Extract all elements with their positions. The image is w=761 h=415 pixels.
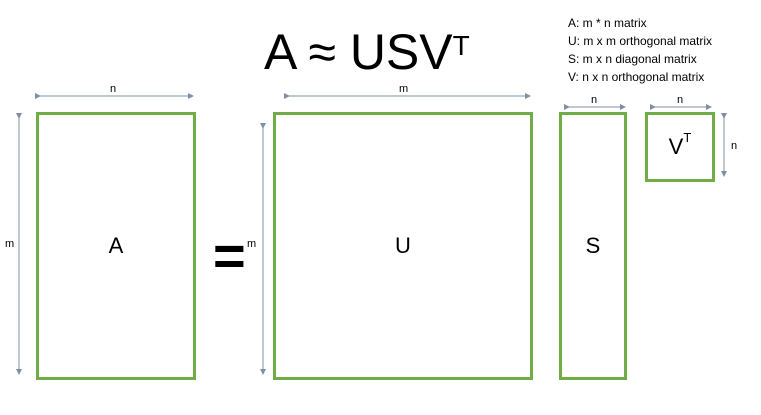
matrix-vt-height-label: n [731,140,738,152]
legend-item-u: U: m x m orthogonal matrix [568,34,713,48]
matrix-u-label: U [395,233,411,258]
legend-item-s: S: m x n diagonal matrix [568,52,697,66]
matrix-vt-superscript: T [683,129,692,145]
legend: A: m * n matrix U: m x m orthogonal matr… [568,14,712,86]
matrix-a-height-label: m [5,238,15,250]
equals-sign: = [213,224,246,287]
matrix-u-height-label: m [247,238,257,250]
equation-superscript: T [452,30,470,61]
matrix-vt-width-label: n [677,94,684,106]
equation-main: A ≈ USV [264,24,453,80]
matrix-vt-label: V [668,134,684,159]
equation-title: A ≈ USVT [264,22,470,82]
matrix-u-box: U [273,112,533,380]
matrix-a-label: A [108,233,124,258]
legend-item-v: V: n x n orthogonal matrix [568,70,705,84]
matrix-s-width-label: n [591,94,598,106]
matrix-a-width-label: n [110,83,117,95]
matrix-s-label: S [585,233,601,258]
matrix-u-width-label: m [399,83,409,95]
legend-item-a: A: m * n matrix [568,16,647,30]
matrix-a-box: A [36,112,196,380]
matrix-s-box: S [559,112,627,380]
